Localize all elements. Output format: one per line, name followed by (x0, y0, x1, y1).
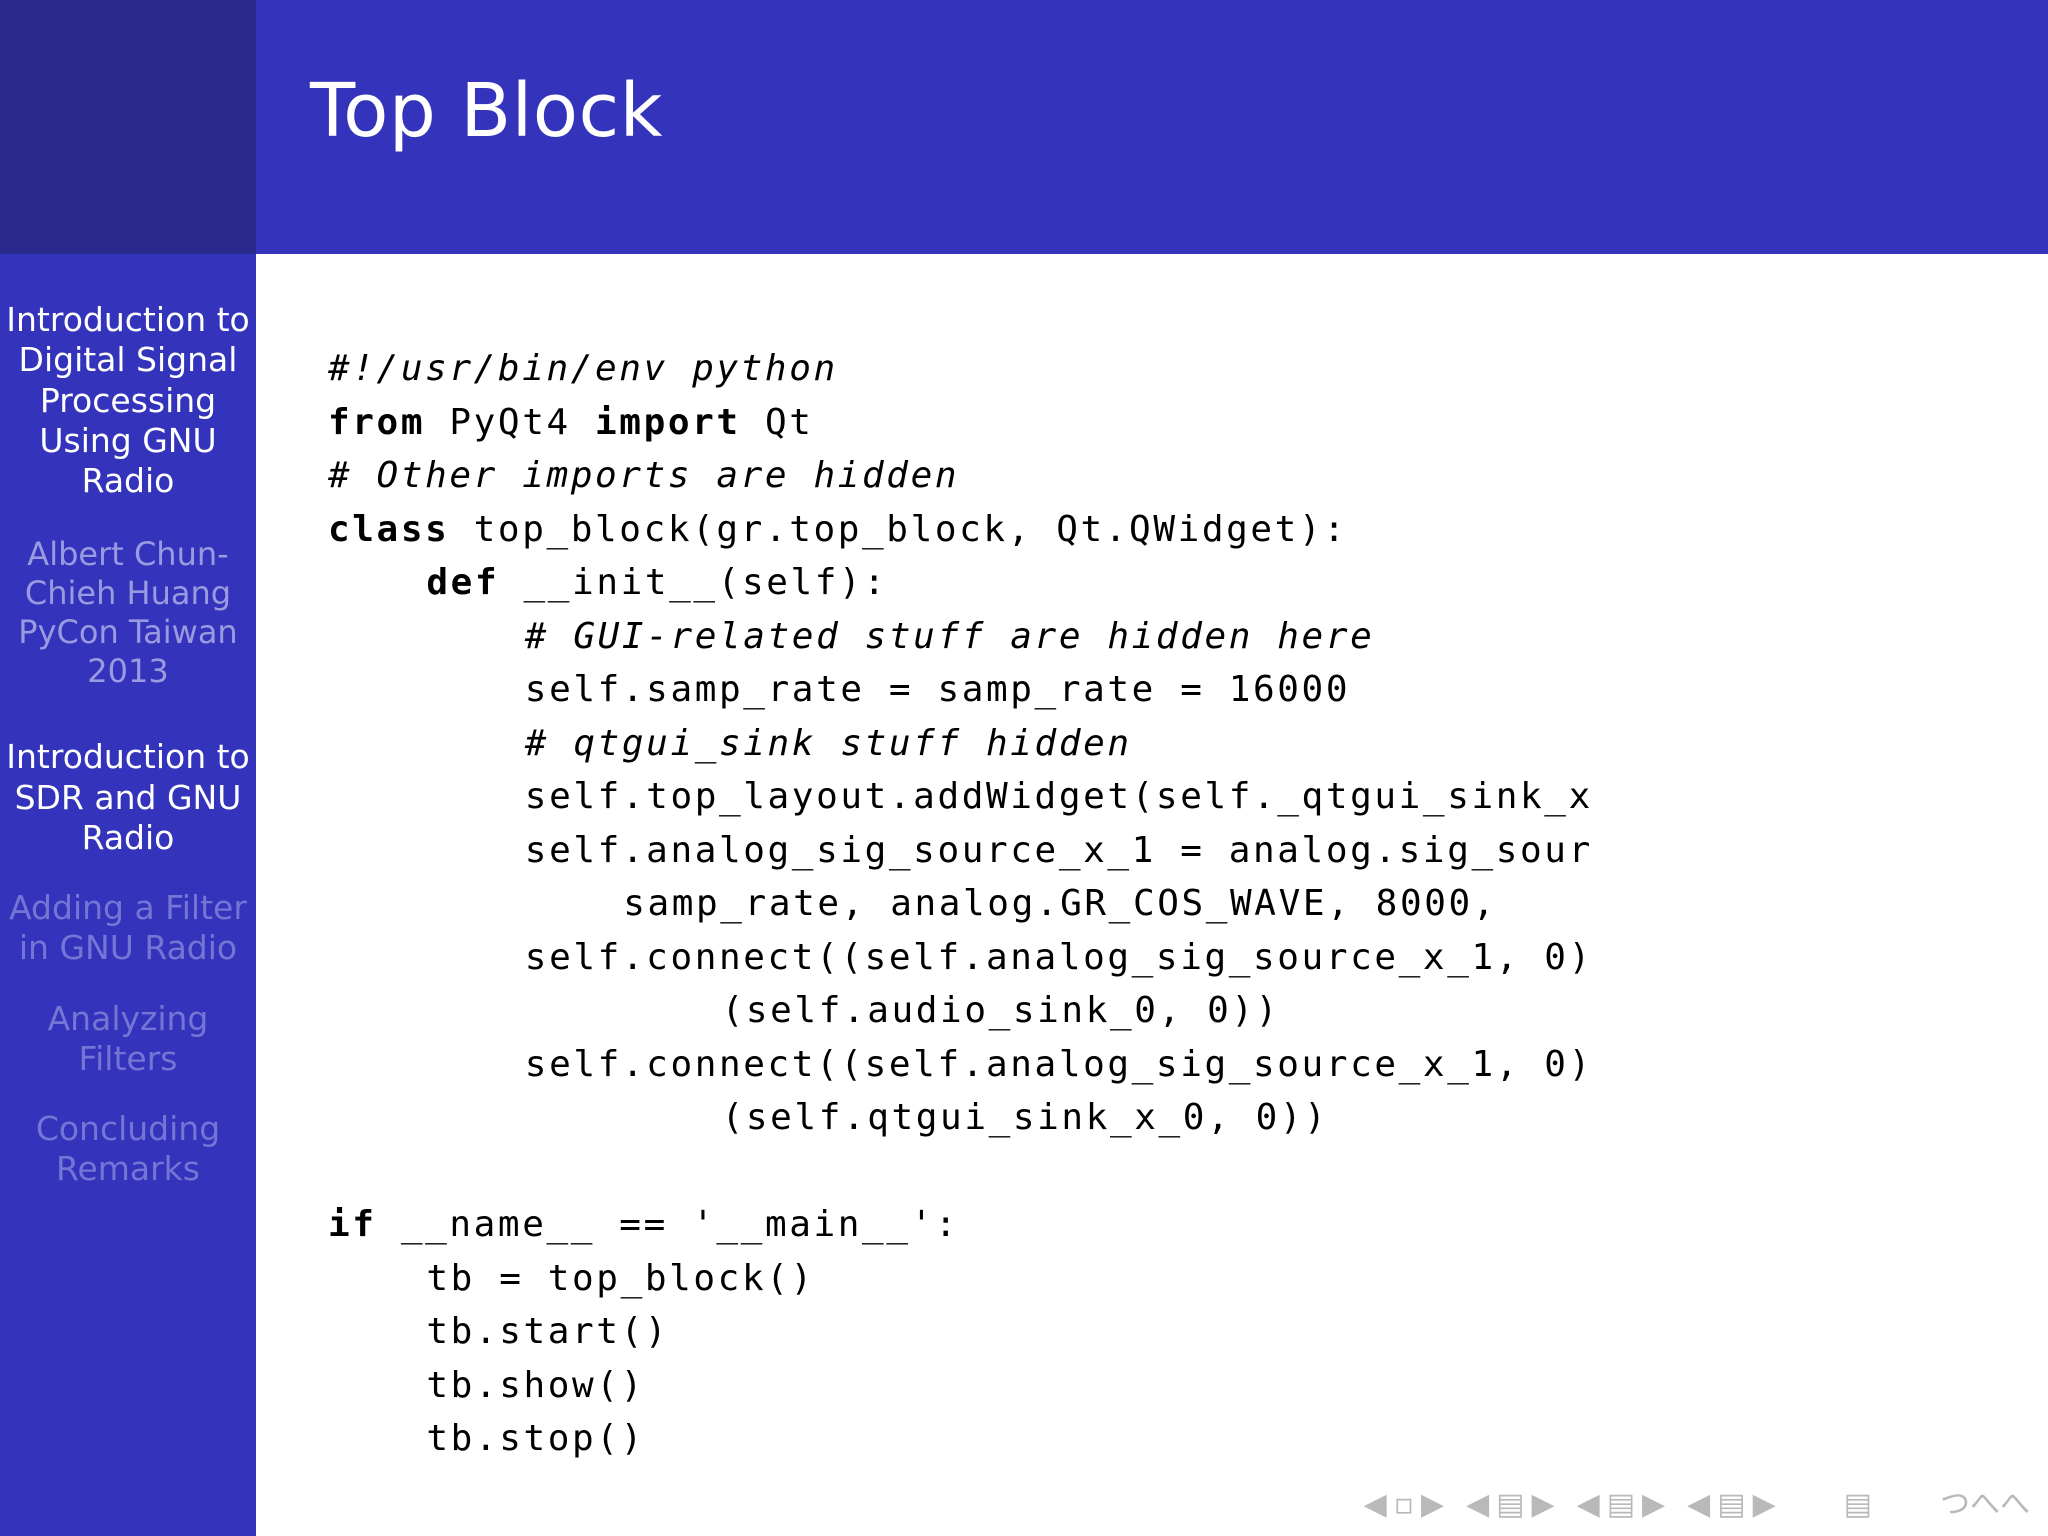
lines-icon[interactable]: ▤ (1717, 1487, 1746, 1522)
triangle-right-icon[interactable]: ▶ (1752, 1487, 1776, 1522)
code-line-text: tb.stop() (426, 1418, 645, 1459)
sidebar-item-adding-filter[interactable]: Adding a Filter in GNU Radio (9, 888, 247, 968)
page-title: Top Block (310, 68, 664, 154)
code-line-text: self.analog_sig_source_x_1 = analog.sig_… (524, 829, 1593, 871)
slide-content: 1#!/usr/bin/env python2from PyQt4 import… (256, 254, 2048, 1536)
code-line-text: # Other imports are hidden (328, 455, 960, 496)
code-line-text: tb.start() (426, 1311, 670, 1352)
code-line: 11samp_rate, analog.GR_COS_WAVE, 8000, (256, 877, 2048, 931)
spinner-icon[interactable]: つへへ (1940, 1487, 2030, 1522)
code-line: 9self.top_layout.addWidget(self._qtgui_s… (256, 770, 2048, 824)
code-line: 1#!/usr/bin/env python (256, 342, 2048, 396)
code-line: 19tb.start() (256, 1305, 2048, 1359)
corner-block (0, 0, 256, 254)
code-line-text: if __name__ == '__main__': (328, 1204, 960, 1245)
code-line: 5def __init__(self): (256, 556, 2048, 610)
triangle-right-icon[interactable]: ▶ (1531, 1487, 1555, 1522)
sidebar-item-introduction-sdr-gnu-radio[interactable]: Introduction to SDR and GNU Radio (6, 737, 250, 857)
doc-icon[interactable]: ▤ (1496, 1487, 1525, 1522)
code-line: 14self.connect((self.analog_sig_source_x… (256, 1038, 2048, 1092)
code-line: 6# GUI-related stuff are hidden here (256, 610, 2048, 664)
beamer-navigation-bar: ◀ ▫ ▶ ◀ ▤ ▶ ◀ ▤ ▶ ◀ ▤ ▶ ▤ つへへ (1364, 1490, 2030, 1520)
code-line: 7self.samp_rate = samp_rate = 16000 (256, 663, 2048, 717)
sidebar-author-venue: Albert Chun-Chieh Huang PyCon Taiwan 201… (18, 535, 238, 691)
code-line-text: self.connect((self.analog_sig_source_x_1… (524, 936, 1593, 978)
sidebar-section-list: Introduction to SDR and GNU Radio Adding… (0, 737, 256, 1189)
triangle-right-icon[interactable]: ▶ (1642, 1487, 1666, 1522)
code-line-text: self.top_layout.addWidget(self._qtgui_si… (524, 776, 1593, 817)
sidebar-item-analyzing-filters[interactable]: Analyzing Filters (47, 998, 209, 1078)
code-listing: 1#!/usr/bin/env python2from PyQt4 import… (256, 342, 2048, 1466)
code-line-text: samp_rate, analog.GR_COS_WAVE, 8000, (623, 883, 1498, 924)
code-line-text: from PyQt4 import Qt (328, 401, 814, 443)
code-line-text: self.samp_rate = samp_rate = 16000 (524, 669, 1351, 710)
code-line: 10self.analog_sig_source_x_1 = analog.si… (256, 824, 2048, 878)
code-line-text: class top_block(gr.top_block, Qt.QWidget… (328, 508, 1348, 550)
sidebar-item-concluding-remarks[interactable]: Concluding Remarks (35, 1109, 221, 1189)
square-icon[interactable]: ▫ (1393, 1487, 1415, 1522)
nav-prev-subsection-group[interactable]: ◀ ▤ ▶ (1577, 1490, 1666, 1520)
end-lines-icon[interactable]: ▤ (1843, 1487, 1872, 1522)
header-bar: Top Block (256, 0, 2048, 254)
code-line: 20tb.show() (256, 1359, 2048, 1413)
code-line: 16 (256, 1145, 2048, 1199)
code-line: 18tb = top_block() (256, 1252, 2048, 1306)
code-line-text: self.connect((self.analog_sig_source_x_1… (524, 1043, 1593, 1085)
nav-prev-frame-group[interactable]: ◀ ▤ ▶ (1466, 1490, 1555, 1520)
triangle-left-icon[interactable]: ◀ (1466, 1487, 1490, 1522)
code-line-text: #!/usr/bin/env python (328, 348, 838, 389)
lines-icon[interactable]: ▤ (1606, 1487, 1636, 1522)
code-line: 4class top_block(gr.top_block, Qt.QWidge… (256, 503, 2048, 557)
sidebar: Introduction to Digital Signal Processin… (0, 254, 256, 1536)
nav-section-group[interactable]: ◀ ▤ ▶ (1687, 1490, 1776, 1520)
code-line: 17if __name__ == '__main__': (256, 1198, 2048, 1252)
triangle-left-icon[interactable]: ◀ (1576, 1487, 1600, 1522)
code-line: 15(self.qtgui_sink_x_0, 0)) (256, 1091, 2048, 1145)
code-keyword: import (595, 401, 741, 443)
code-keyword: def (426, 562, 500, 603)
sidebar-presentation-title: Introduction to Digital Signal Processin… (6, 300, 250, 500)
code-keyword: if (328, 1204, 377, 1245)
code-line: 8# qtgui_sink stuff hidden (256, 717, 2048, 771)
triangle-left-icon[interactable]: ◀ (1363, 1487, 1387, 1522)
triangle-right-icon[interactable]: ▶ (1421, 1487, 1445, 1522)
code-line: 2from PyQt4 import Qt (256, 396, 2048, 450)
code-line: 12self.connect((self.analog_sig_source_x… (256, 931, 2048, 985)
code-line-text: # qtgui_sink stuff hidden (524, 722, 1132, 764)
code-line-text: tb = top_block() (426, 1257, 815, 1299)
code-line: 21tb.stop() (256, 1412, 2048, 1466)
triangle-left-icon[interactable]: ◀ (1687, 1487, 1711, 1522)
code-line: 13(self.audio_sink_0, 0)) (256, 984, 2048, 1038)
code-line-text: tb.show() (426, 1364, 645, 1406)
code-line-text: def __init__(self): (426, 562, 888, 603)
code-line-text: (self.qtgui_sink_x_0, 0)) (721, 1097, 1329, 1138)
code-keyword: from (328, 401, 426, 443)
code-line-text: # GUI-related stuff are hidden here (524, 615, 1375, 657)
code-line-text: (self.audio_sink_0, 0)) (721, 990, 1280, 1031)
code-keyword: class (328, 508, 450, 550)
code-line: 3# Other imports are hidden (256, 449, 2048, 503)
nav-first-slide-group[interactable]: ◀ ▫ ▶ (1364, 1490, 1445, 1520)
